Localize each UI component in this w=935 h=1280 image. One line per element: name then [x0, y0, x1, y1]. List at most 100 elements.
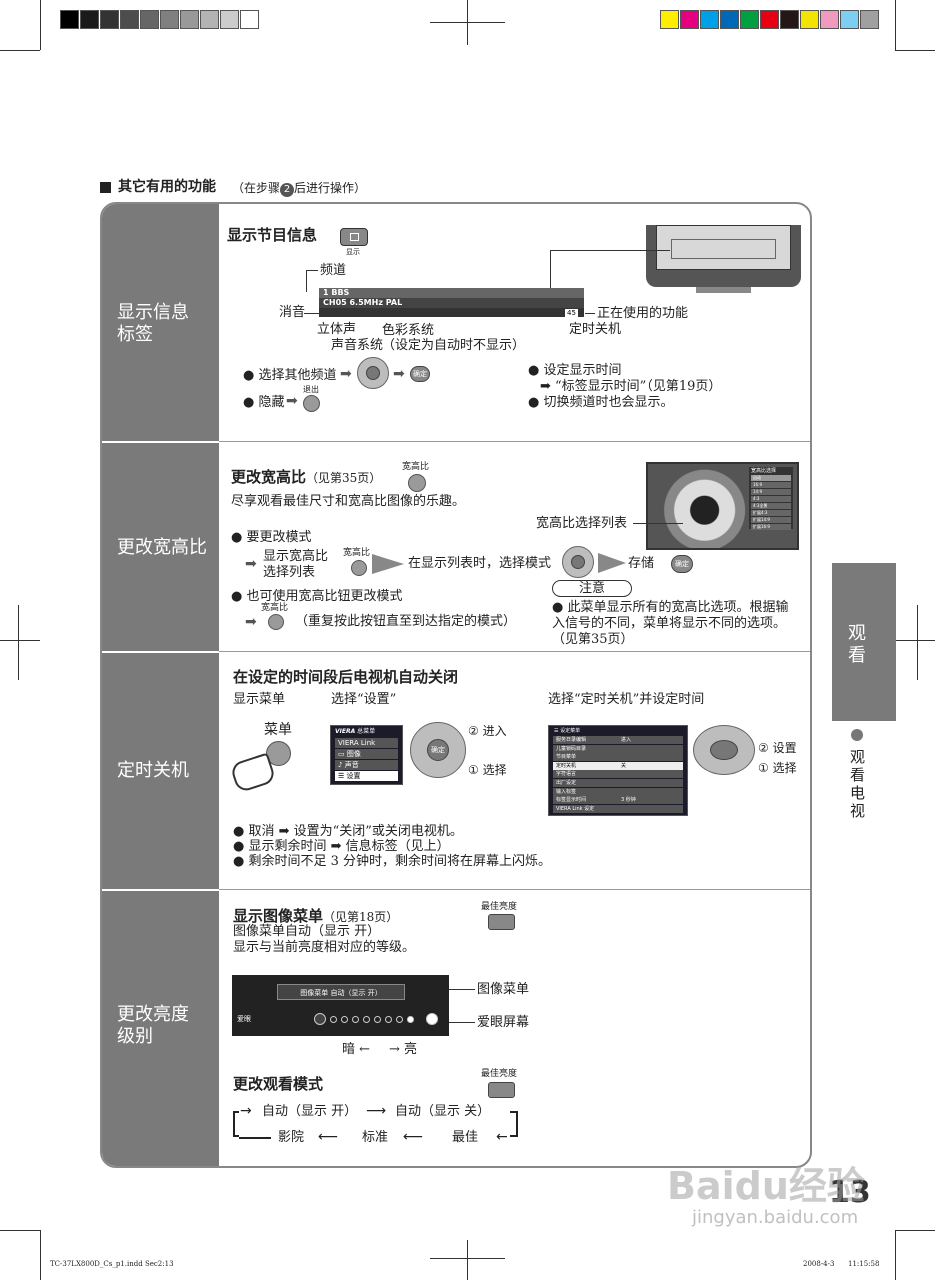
aspect-list-item: 4:3全景: [751, 503, 791, 509]
registration-swatch: [660, 10, 679, 29]
crop-mark: [467, 1240, 468, 1280]
crop-mark: [0, 50, 40, 51]
info-banner-line2: CH05 6.5MHz PAL: [319, 298, 584, 308]
registration-swatch: [700, 10, 719, 29]
arrow-icon: [598, 553, 626, 573]
set-label: ② 设置: [758, 741, 797, 755]
footer-time: 11:15:58: [848, 1260, 880, 1268]
section-label-info: 显示信息标签: [117, 302, 189, 345]
crop-mark: [895, 0, 896, 50]
timer-step2: 选择“设置”: [331, 692, 397, 707]
mode-auto-off: 自动（显示 关）: [395, 1104, 491, 1119]
aspect-button-icon[interactable]: [408, 474, 426, 492]
best-brightness-label: 最佳亮度: [481, 1069, 518, 1079]
crop-mark: [430, 22, 505, 23]
mute-label: 消音: [279, 305, 306, 320]
footer-date: 2008-4-3: [803, 1260, 835, 1268]
header-title: 其它有用的功能: [118, 179, 216, 195]
header-bullet: [100, 182, 111, 193]
crop-mark: [917, 605, 918, 680]
mode-title: 更改观看模式: [233, 1075, 324, 1093]
registration-swatch: [820, 10, 839, 29]
registration-swatch: [840, 10, 859, 29]
crop-mark: [895, 1230, 896, 1280]
section-divider: [219, 651, 810, 652]
arrow-icon: ➡: [393, 366, 405, 382]
aspect-button-icon[interactable]: [268, 614, 284, 630]
timer-step3: 选择“定时关机”并设定时间: [548, 692, 705, 707]
ok-button-icon[interactable]: 确定: [410, 366, 430, 382]
select-label: ① 选择: [468, 763, 507, 777]
crop-mark: [40, 1230, 41, 1280]
eye-level-dot: [330, 1015, 337, 1023]
navigation-pad-icon[interactable]: [562, 546, 594, 578]
crop-mark: [18, 605, 19, 680]
arrow-icon: ←: [496, 1129, 508, 1145]
callout-line: [585, 313, 595, 314]
select-label: ① 选择: [758, 761, 797, 775]
arrow-icon: →: [240, 1103, 252, 1119]
exit-button-label: 退出: [303, 385, 319, 394]
cancel-note: ● 取消 ➡ 设置为“关闭”或关闭电视机。: [233, 824, 463, 839]
best-brightness-button-icon[interactable]: [488, 914, 515, 930]
registration-swatch: [140, 10, 159, 29]
eye-level-dot: [374, 1015, 381, 1023]
registration-swatch: [760, 10, 779, 29]
registration-swatch: [180, 10, 199, 29]
section-divider: [102, 441, 219, 443]
mode-cycle-bracket-right: [510, 1111, 518, 1137]
registration-swatch: [800, 10, 819, 29]
section-label-column: [102, 204, 219, 1166]
setup-menu-item: 输入标签: [553, 787, 683, 796]
registration-swatch: [120, 10, 139, 29]
show-aspect-list: 显示宽高比选择列表: [263, 549, 329, 580]
set-display-time: ● 设定显示时间: [528, 363, 622, 378]
channel-label: 频道: [320, 263, 347, 278]
aspect-list-item: 14:9: [751, 489, 791, 495]
aspect-title: 更改宽高比（见第35页）: [231, 468, 382, 486]
ok-button-icon[interactable]: 确定: [671, 555, 693, 573]
also-show-note: ● 切换频道时也会显示。: [528, 395, 674, 410]
best-brightness-button-icon[interactable]: [488, 1082, 515, 1098]
brightness-line1: 图像菜单自动（显示 开）: [233, 924, 381, 939]
navigation-pad-icon[interactable]: [693, 725, 755, 775]
exit-button-icon[interactable]: [303, 395, 320, 412]
eye-level-dot: [385, 1015, 392, 1023]
callout-line: [306, 270, 307, 292]
brightness-osd: 图像菜单 自动（显示 开） 爱眼: [232, 975, 449, 1036]
aspect-description: 尽享观看最佳尺寸和宽高比图像的乐趣。: [231, 494, 466, 509]
remaining-note: ● 显示剩余时间 ➡ 信息标签（见上）: [233, 839, 450, 854]
arrow-icon: ➡: [286, 393, 298, 409]
watermark-url: jingyan.baidu.com: [692, 1207, 859, 1228]
aspect-button-label: 宽高比: [261, 603, 289, 613]
aspect-button-icon[interactable]: [351, 560, 367, 576]
flash-note: ● 剩余时间不足 3 分钟时，剩余时间将在屏幕上闪烁。: [233, 854, 552, 869]
brightness-line2: 显示与当前亮度相对应的等级。: [233, 940, 416, 955]
callout-line: [449, 989, 475, 990]
eye-level-dot: [314, 1013, 326, 1025]
registration-swatch: [100, 10, 119, 29]
navigation-pad-icon[interactable]: [357, 357, 389, 389]
hide-label: ● 隐藏: [243, 395, 285, 410]
step-number-badge: 2: [280, 183, 295, 197]
main-menu-item: VIERA Link: [335, 738, 398, 748]
eye-level-indicator: [314, 1012, 444, 1026]
eye-level-dot: [363, 1015, 370, 1023]
navigation-pad-icon[interactable]: 确定: [410, 722, 466, 778]
display-button-label: 显示: [346, 248, 360, 256]
section-divider: [102, 889, 219, 891]
setup-menu-item: 儿童锁码目录: [553, 744, 683, 753]
crop-mark: [0, 1230, 40, 1231]
arrow-icon: ➡: [340, 366, 352, 382]
watermark-logo: Baidu经验: [667, 1164, 865, 1208]
display-button-icon[interactable]: [340, 228, 368, 246]
callout-line: [633, 523, 683, 524]
arrow-icon: ⟶: [366, 1103, 387, 1119]
mode-best: 最佳: [452, 1130, 479, 1145]
sound-system-label: 声音系统: [331, 338, 384, 353]
crop-mark: [430, 1258, 505, 1259]
aspect-list-item: 16:9: [751, 482, 791, 488]
section-divider: [219, 441, 810, 442]
